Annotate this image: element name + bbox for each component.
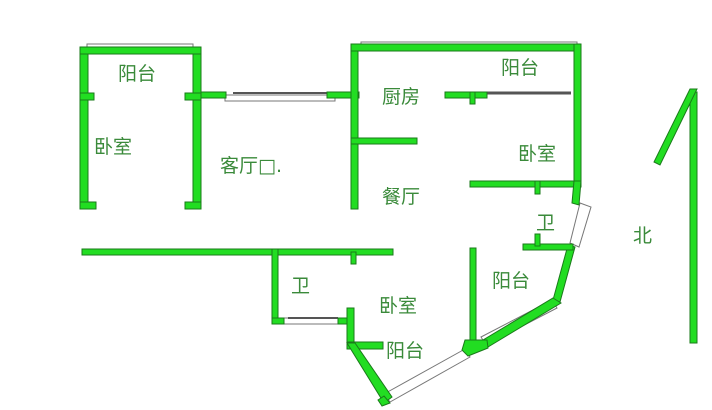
room-label-balcony-ne: 阳台 [501, 57, 540, 79]
room-label-balcony-s: 阳台 [386, 340, 425, 362]
room-label-balcony-nw: 阳台 [118, 63, 157, 85]
room-label-living-room: 客厅□. [220, 155, 282, 177]
room-label-bedroom-e: 卧室 [518, 143, 557, 165]
north-arrow-icon [653, 88, 698, 344]
room-label-kitchen: 厨房 [382, 86, 421, 108]
room-label-balcony-se: 阳台 [492, 270, 531, 292]
room-label-bedroom-s: 卧室 [379, 295, 418, 317]
room-label-bath-s: 卫 [291, 275, 311, 297]
compass-north-label: 北 [633, 225, 653, 247]
room-label-dining-room: 餐厅 [382, 186, 421, 208]
walls [79, 43, 582, 407]
room-label-bedroom-w: 卧室 [94, 136, 133, 158]
room-label-bath-e: 卫 [536, 212, 556, 234]
